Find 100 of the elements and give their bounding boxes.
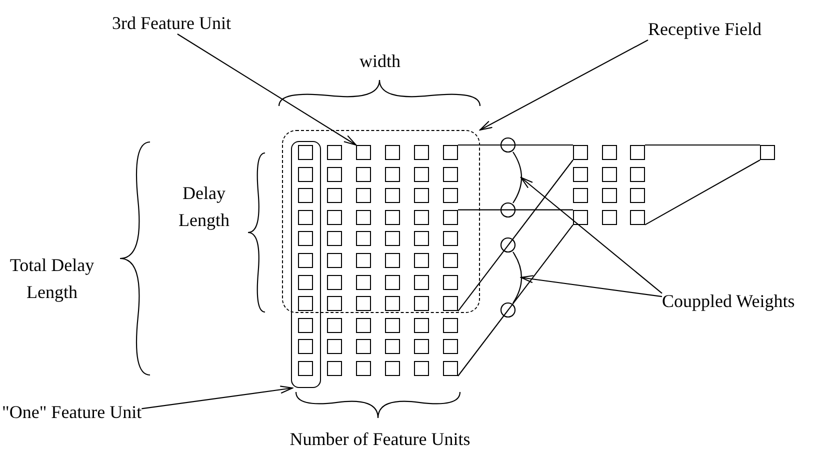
- coupling-arc: [511, 150, 521, 205]
- unit-square: [414, 188, 429, 204]
- unit-square: [356, 166, 371, 182]
- unit-square: [327, 166, 342, 182]
- unit-square: [630, 188, 645, 204]
- unit-square: [385, 145, 400, 160]
- unit-square: [414, 231, 429, 246]
- unit-square: [630, 210, 645, 225]
- unit-square: [298, 188, 313, 204]
- leader-arrow: [520, 176, 662, 294]
- unit-square: [414, 253, 429, 268]
- unit-square: [602, 166, 617, 182]
- brace-label: Number of Feature Units: [288, 428, 472, 451]
- feature-unit-outline: [291, 141, 321, 388]
- unit-square: [298, 296, 313, 312]
- unit-square: [414, 296, 429, 312]
- unit-square: [385, 210, 400, 225]
- unit-square: [298, 210, 313, 225]
- brace-label: Total Delay Length: [8, 254, 96, 304]
- unit-square: [443, 274, 458, 290]
- unit-square: [298, 166, 313, 182]
- unit-square: [443, 145, 458, 160]
- unit-square: [298, 339, 313, 354]
- unit-square: [385, 296, 400, 312]
- unit-square: [573, 145, 588, 160]
- unit-square: [385, 188, 400, 204]
- unit-square: [573, 188, 588, 204]
- unit-square: [443, 210, 458, 225]
- unit-square: [414, 339, 429, 354]
- brace-label: Delay Length: [178, 182, 230, 232]
- unit-square: [356, 318, 371, 333]
- unit-square: [327, 253, 342, 268]
- unit-square: [443, 339, 458, 354]
- unit-square: [443, 166, 458, 182]
- unit-square: [356, 361, 371, 376]
- unit-square: [630, 145, 645, 160]
- unit-square: [573, 166, 588, 182]
- unit-square: [327, 188, 342, 204]
- unit-square: [356, 296, 371, 312]
- connection-line: [458, 209, 573, 210]
- unit-square: [760, 145, 775, 160]
- unit-square: [573, 210, 588, 225]
- callout-label: Couppled Weights: [662, 290, 795, 312]
- unit-square: [443, 253, 458, 268]
- callout-label: Receptive Field: [648, 18, 762, 40]
- brace-label: width: [358, 50, 402, 73]
- unit-square: [298, 253, 313, 268]
- connection-line: [458, 224, 574, 376]
- unit-square: [385, 231, 400, 246]
- coupling-arc: [511, 250, 521, 305]
- unit-square: [414, 210, 429, 225]
- unit-square: [327, 318, 342, 333]
- unit-square: [298, 145, 313, 160]
- unit-square: [356, 210, 371, 225]
- unit-square: [385, 339, 400, 354]
- unit-square: [602, 210, 617, 225]
- unit-square: [414, 274, 429, 290]
- unit-square: [385, 166, 400, 182]
- unit-square: [630, 166, 645, 182]
- unit-square: [327, 274, 342, 290]
- unit-square: [327, 339, 342, 354]
- unit-square: [298, 274, 313, 290]
- unit-square: [356, 253, 371, 268]
- unit-square: [385, 253, 400, 268]
- leader-arrow: [479, 40, 648, 131]
- unit-square: [602, 145, 617, 160]
- unit-square: [356, 188, 371, 204]
- unit-square: [327, 231, 342, 246]
- connection-line: [644, 160, 760, 226]
- unit-square: [414, 145, 429, 160]
- unit-square: [385, 318, 400, 333]
- unit-square: [414, 166, 429, 182]
- unit-square: [298, 318, 313, 333]
- unit-square: [298, 361, 313, 376]
- callout-label: 3rd Feature Unit: [112, 12, 231, 34]
- unit-square: [327, 296, 342, 312]
- callout-label: "One" Feature Unit: [2, 401, 142, 423]
- unit-square: [443, 231, 458, 246]
- connection-line: [645, 144, 760, 146]
- unit-square: [298, 231, 313, 246]
- unit-square: [443, 318, 458, 333]
- leader-arrow: [520, 275, 662, 298]
- unit-square: [327, 210, 342, 225]
- unit-square: [414, 318, 429, 333]
- unit-square: [443, 188, 458, 204]
- unit-square: [443, 296, 458, 312]
- unit-square: [356, 145, 371, 160]
- leader-arrow: [177, 34, 357, 146]
- unit-square: [414, 361, 429, 376]
- unit-square: [602, 188, 617, 204]
- receptive-field-box: [282, 130, 480, 313]
- unit-square: [356, 339, 371, 354]
- unit-square: [385, 361, 400, 376]
- connection-line: [458, 144, 573, 146]
- unit-square: [327, 145, 342, 160]
- unit-square: [443, 361, 458, 376]
- unit-square: [356, 274, 371, 290]
- unit-square: [327, 361, 342, 376]
- unit-square: [356, 231, 371, 246]
- leader-arrow: [142, 386, 294, 410]
